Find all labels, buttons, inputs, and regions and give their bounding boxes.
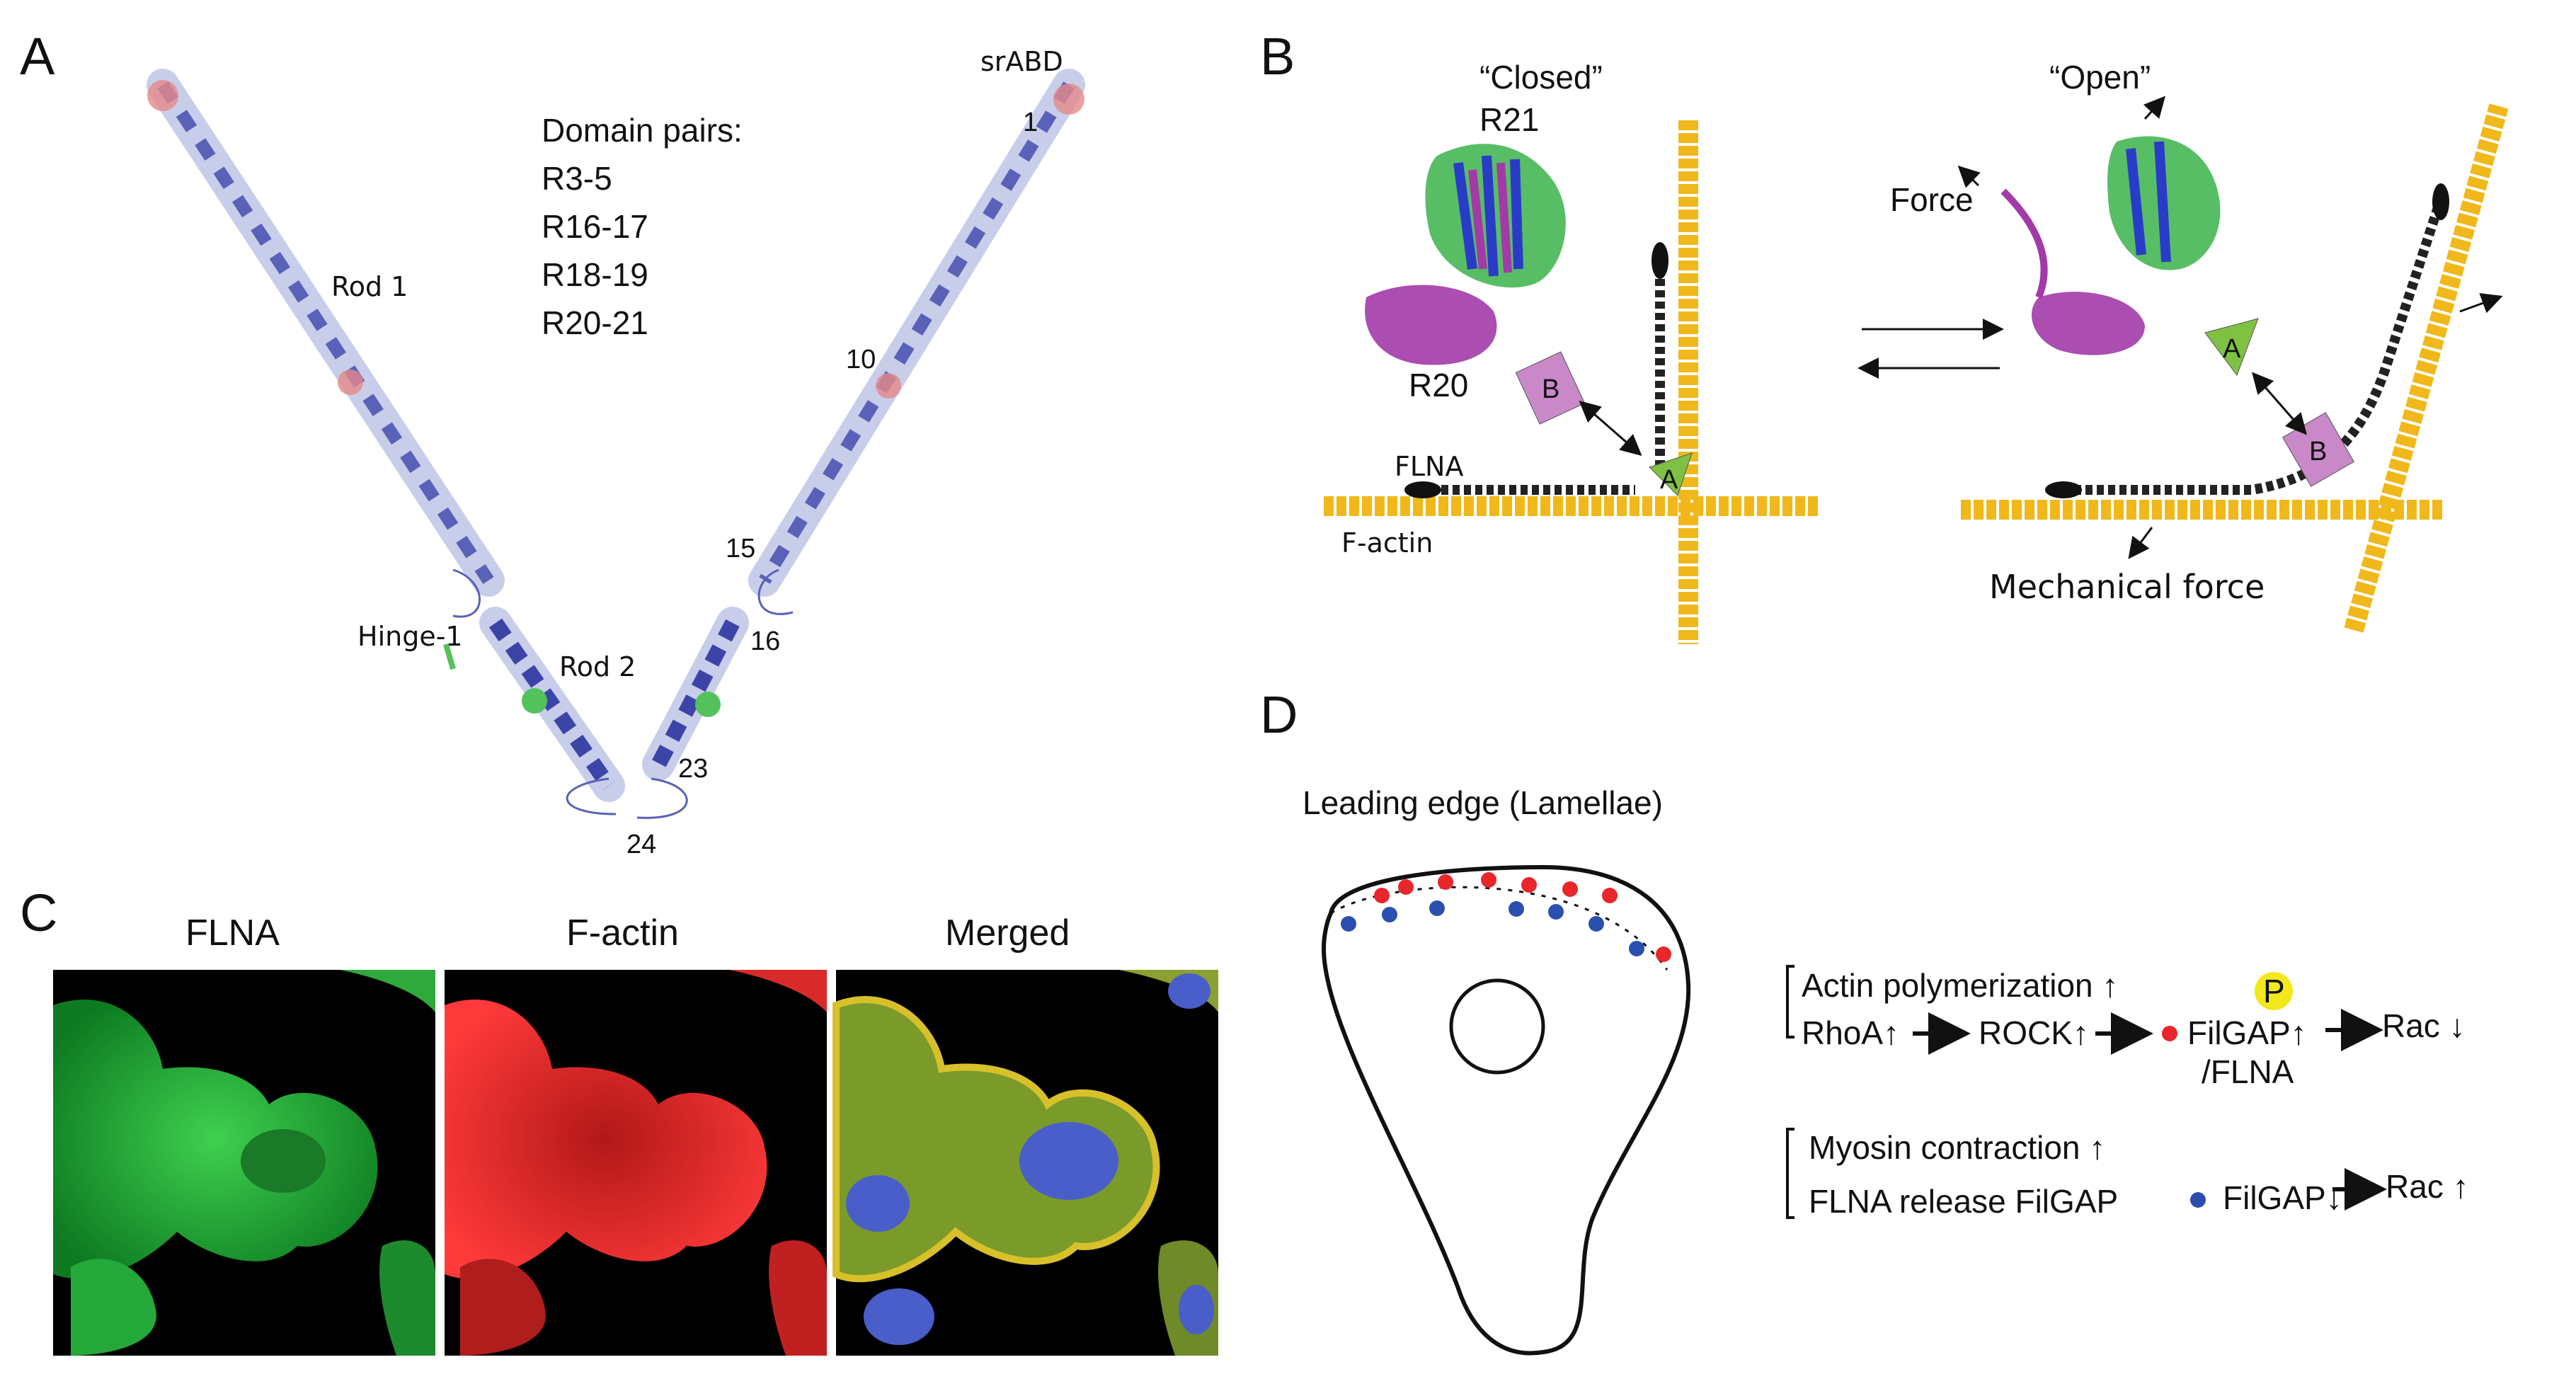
flna-structure-right-arm (642, 69, 1085, 781)
panel-c-letter: C (20, 883, 57, 942)
micrograph-title-factin: F-actin (566, 912, 679, 954)
domain-number-1: 1 (1023, 108, 1038, 137)
tag-b-open-text: B (2309, 437, 2327, 467)
tag-a-closed-text: A (1660, 465, 1678, 495)
panel-a: A srABD Domain pairs: R3-5 (20, 27, 1085, 859)
open-actin-arrow (2459, 293, 2503, 314)
domain-pairs-title: Domain pairs: (542, 112, 743, 149)
hinge-1-loop (452, 568, 481, 618)
domain-number-10: 10 (846, 345, 876, 374)
flna-label: FLNA (1395, 451, 1463, 482)
domain-number-15: 15 (726, 534, 755, 563)
r21-label: R21 (1479, 101, 1539, 138)
micrograph-title-flna: FLNA (185, 912, 280, 954)
pathway-1-bracket (1786, 965, 1794, 1038)
hinge-1-label: Hinge-1 (357, 621, 463, 652)
open-pull-arrow (2143, 96, 2165, 120)
pathway-2-flna-release: FLNA release FilGAP (1809, 1183, 2118, 1220)
panel-b-letter: B (1260, 27, 1295, 86)
closed-label: “Closed” (1479, 59, 1603, 96)
phosphorylation-badge (2255, 972, 2293, 1010)
domain-number-24: 24 (626, 830, 656, 859)
srabd-label: srABD (980, 46, 1063, 77)
dimer-loop-right (636, 777, 688, 819)
mechanical-force-label: Mechanical force (1989, 568, 2265, 606)
phosphorylation-label: P (2263, 973, 2285, 1009)
force-label: Force (1890, 181, 1974, 218)
panel-b: B “Closed” R21 R20 B A FLNA F-actin (1260, 27, 2509, 644)
domain-pair-4: R20-21 (542, 304, 648, 341)
force-arrow (1957, 165, 1981, 188)
tag-b-closed (1515, 351, 1586, 425)
tag-b-closed-text: B (1542, 374, 1559, 404)
micrograph-merged (832, 970, 1218, 1356)
panel-d-letter: D (1260, 685, 1298, 744)
f-actin-label: F-actin (1341, 527, 1433, 559)
hinge-2-loop (757, 568, 794, 615)
pathway-2-bracket (1786, 1128, 1794, 1219)
rod-2-label: Rod 2 (559, 651, 636, 682)
flna-head-horizontal (1404, 481, 1441, 498)
cell-nucleus (1449, 978, 1545, 1075)
f-actin-filament-open-diagonal (2344, 103, 2509, 633)
tag-a-closed (1649, 452, 1693, 496)
rod-1-label: Rod 1 (331, 271, 408, 302)
pathway-1-rhoa: RhoA↑ (1802, 1014, 1899, 1051)
leading-edge-actin-mesh (1330, 886, 1668, 971)
pathway-1-rock: ROCK↑ (1979, 1014, 2089, 1051)
pathway-1-flna: /FLNA (2202, 1053, 2294, 1090)
pathway-2-myosin: Myosin contraction ↑ (1809, 1129, 2105, 1166)
flna-head-open-right (2432, 183, 2449, 220)
panel-c: C FLNA F-actin Merged (20, 883, 1218, 1356)
r20-label: R20 (1409, 367, 1468, 404)
cell-outline (1321, 864, 1691, 1356)
open-protein-structure (2000, 136, 2221, 355)
released-filgap-blue-dot-legend (2190, 1192, 2206, 1208)
mechanical-force-arrow (2128, 527, 2153, 559)
pathway-1-actin-polymerization: Actin polymerization ↑ (1802, 967, 2118, 1004)
pathway-1-filgap-up: FilGAP↑ (2187, 1014, 2307, 1051)
pathway-2-filgap-down: FilGAP↓ (2223, 1179, 2342, 1216)
open-binding-arrow (2252, 372, 2307, 435)
leading-edge-label: Leading edge (Lamellae) (1303, 784, 1663, 821)
micrograph-flna (53, 970, 435, 1356)
dimer-loop-left (566, 777, 617, 816)
closed-binding-arrow (1579, 401, 1642, 456)
flna-structure-left-arm (147, 69, 625, 802)
pathway-1-rac-down: Rac ↓ (2382, 1007, 2466, 1044)
flna-head-open-left (2045, 481, 2082, 498)
pathway-2-rac-up: Rac ↑ (2386, 1168, 2469, 1205)
filgap-flna-red-dot-legend (2162, 1026, 2177, 1041)
domain-pair-1: R3-5 (542, 160, 612, 197)
micrograph-title-merged: Merged (945, 912, 1070, 954)
domain-pair-2: R16-17 (542, 208, 648, 245)
domain-pair-3: R18-19 (542, 256, 648, 293)
open-label: “Open” (2049, 59, 2151, 96)
flna-head-vertical (1651, 242, 1668, 279)
filgap-flna-red-dots (1374, 872, 1671, 962)
closed-protein-structure (1365, 144, 1566, 365)
micrograph-factin (445, 970, 827, 1356)
tag-a-open-text: A (2223, 334, 2241, 364)
tag-a-open (2204, 318, 2259, 377)
domain-number-16: 16 (750, 626, 780, 656)
domain-number-23: 23 (678, 754, 708, 784)
panel-a-letter: A (20, 27, 55, 86)
panel-d: D Leading edge (Lamellae) Actin polymer (1260, 685, 2469, 1356)
released-filgap-blue-dots (1341, 900, 1644, 956)
